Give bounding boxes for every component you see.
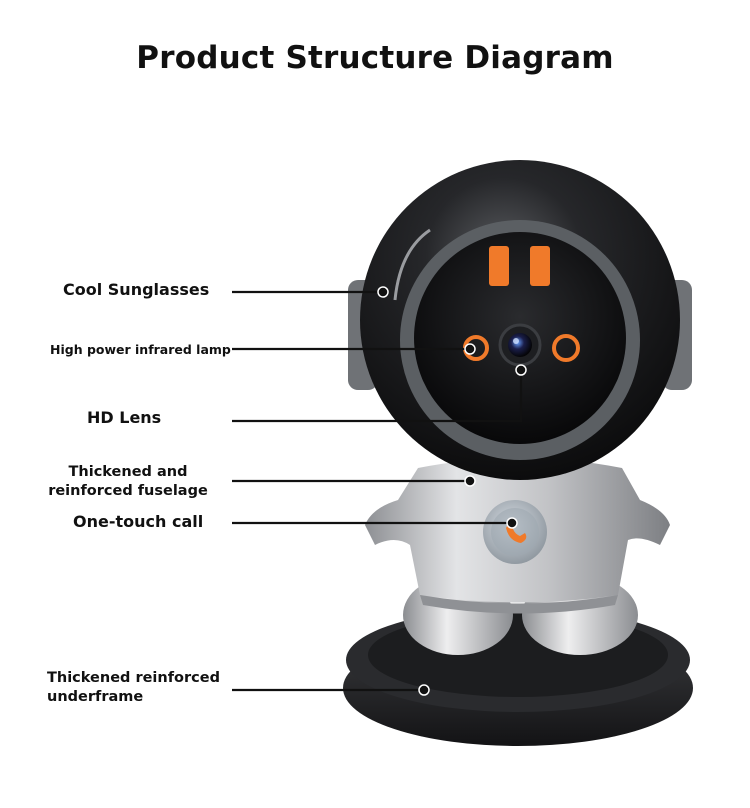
sunglasses	[489, 246, 550, 286]
call-button	[483, 500, 547, 564]
helmet	[360, 160, 680, 480]
diagram-title: Product Structure Diagram	[136, 40, 614, 76]
label-fuselage: Thickened and reinforced fuselage	[48, 463, 208, 501]
label-fuselage-line1: Thickened and	[68, 464, 188, 480]
label-underframe-line1: Thickened reinforced	[47, 670, 220, 686]
leader-lines	[232, 286, 527, 696]
label-hd-lens: HD Lens	[87, 408, 162, 427]
label-one-touch-call: One-touch call	[73, 512, 204, 531]
underframe	[343, 608, 693, 746]
label-fuselage-line2: reinforced fuselage	[48, 483, 208, 499]
label-cool-sunglasses: Cool Sunglasses	[63, 280, 210, 299]
hd-lens	[498, 323, 542, 367]
label-infrared-lamp: High power infrared lamp	[50, 342, 231, 357]
label-underframe-line2: underframe	[47, 689, 144, 705]
label-underframe: Thickened reinforced underframe	[47, 669, 220, 707]
